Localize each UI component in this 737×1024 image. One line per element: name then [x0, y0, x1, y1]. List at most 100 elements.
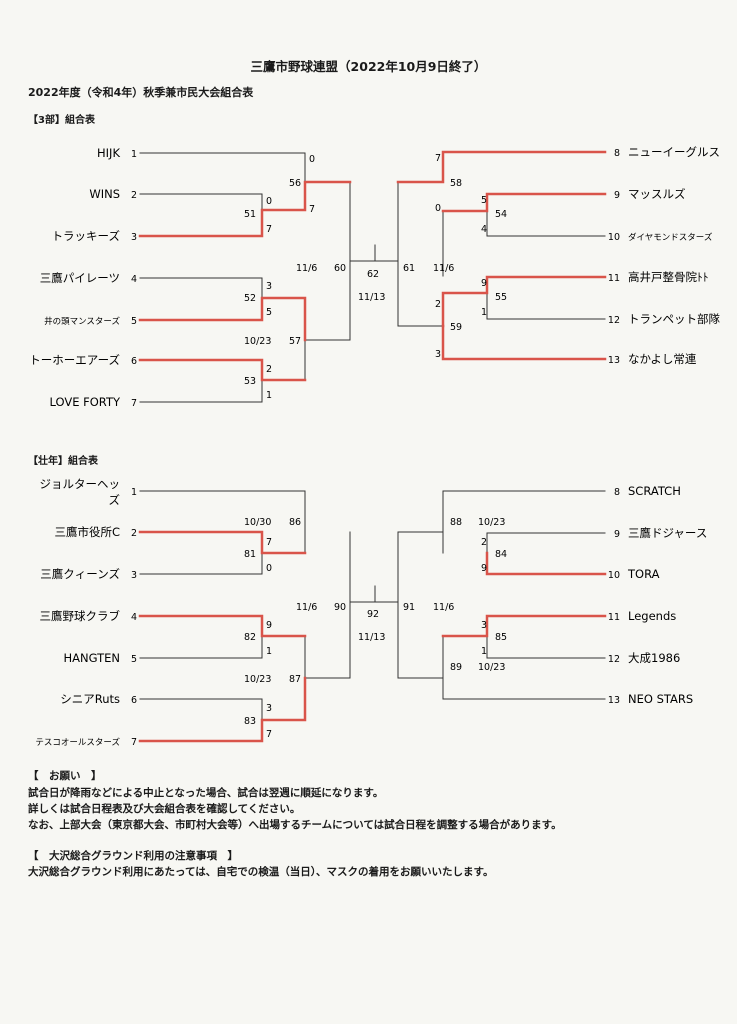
game-number: 83: [244, 716, 256, 727]
page-title: 三鷹市野球連盟（2022年10月9日終了）: [250, 59, 487, 74]
team-number: 12: [608, 654, 620, 665]
score: 7: [266, 729, 272, 740]
game-number: 86: [289, 517, 301, 528]
game-number: 51: [244, 209, 256, 220]
score: 9: [266, 620, 272, 631]
team-number: 4: [131, 274, 137, 285]
game-number: 57: [289, 336, 301, 347]
game-numbers-sonen: 81 82 83 86 87 90 92 91 88 84 85 89: [244, 517, 507, 727]
right-teams-3bu: 8 ニューイーグルス 9 マッスルズ 10 ダイヤモンドスターズ 11 高井戸整…: [608, 145, 721, 366]
game-number: 58: [450, 178, 462, 189]
team-number: 2: [131, 528, 137, 539]
scores-3bu: 0 7 0 7 3 5 2 1 7 0 5 4 9 1 2 3: [266, 153, 487, 401]
notice-line: 詳しくは試合日程表及び大会組合表を確認してください。: [28, 803, 301, 815]
game-number: 56: [289, 178, 301, 189]
game-number: 90: [334, 602, 346, 613]
team-name: 大成1986: [628, 651, 680, 665]
game-number: 89: [450, 662, 462, 673]
score: 7: [309, 204, 315, 215]
score: 7: [435, 153, 441, 164]
game-date: 11/6: [296, 602, 317, 613]
team-name: テスコオールスターズ: [35, 737, 120, 748]
game-date: 10/23: [478, 662, 505, 673]
score: 1: [266, 646, 272, 657]
game-date: 10/30: [244, 517, 271, 528]
team-name: なかよし常連: [628, 352, 697, 366]
team-number: 5: [131, 316, 137, 327]
score: 7: [266, 537, 272, 548]
team-number: 8: [614, 487, 620, 498]
game-number: 61: [403, 263, 415, 274]
team-name: 井の頭マンスターズ: [44, 316, 120, 327]
team-name: トランペット部隊: [628, 312, 720, 326]
left-teams-sonen: ジョルターヘッ ズ 1 三鷹市役所C 2 三鷹クィーンズ 3 三鷹野球クラブ 4…: [35, 477, 137, 748]
team-name: トラッキーズ: [52, 229, 120, 243]
team-number: 1: [131, 149, 137, 160]
score: 9: [481, 278, 487, 289]
team-number: 13: [608, 695, 620, 706]
tournament-subtitle: 2022年度（令和4年）秋季兼市民大会組合表: [28, 86, 254, 99]
game-number: 62: [367, 269, 379, 280]
team-name: 三鷹ドジャース: [628, 526, 707, 540]
team-name: HIJK: [97, 146, 120, 160]
notice-heading: 【 お願い 】: [28, 770, 102, 782]
team-number: 4: [131, 612, 137, 623]
right-teams-sonen: 8 SCRATCH 9 三鷹ドジャース 10 TORA 11 Legends 1…: [608, 484, 707, 706]
team-number: 6: [131, 356, 137, 367]
team-number: 1: [131, 487, 137, 498]
game-number: 87: [289, 674, 301, 685]
scores-sonen: 7 0 9 1 3 7 2 9 3 1: [266, 537, 487, 740]
game-date: 11/13: [358, 632, 385, 643]
team-number: 9: [614, 529, 620, 540]
game-number: 91: [403, 602, 415, 613]
score: 9: [481, 563, 487, 574]
team-number: 9: [614, 190, 620, 201]
score: 5: [266, 307, 272, 318]
team-name: ダイヤモンドスターズ: [628, 232, 713, 243]
game-number: 52: [244, 293, 256, 304]
team-name: 三鷹野球クラブ: [40, 609, 121, 623]
game-date: 11/6: [433, 263, 454, 274]
score: 0: [309, 154, 315, 165]
game-number: 54: [495, 209, 507, 220]
team-name: 三鷹市役所C: [54, 525, 120, 539]
team-name: マッスルズ: [628, 187, 686, 201]
team-name: TORA: [627, 567, 660, 581]
team-name: Legends: [628, 609, 676, 623]
game-number: 59: [450, 322, 462, 333]
team-number: 6: [131, 695, 137, 706]
score: 4: [481, 224, 487, 235]
section-sonen-label: 【壮年】組合表: [28, 456, 98, 467]
score: 2: [266, 364, 272, 375]
team-number: 10: [608, 570, 620, 581]
team-name: WINS: [89, 187, 120, 201]
game-number: 84: [495, 549, 507, 560]
score: 7: [266, 224, 272, 235]
team-number: 11: [608, 612, 620, 623]
game-date: 10/23: [244, 336, 271, 347]
team-name: シニアRuts: [60, 692, 120, 706]
team-name-wrap: ズ: [109, 493, 121, 507]
score: 1: [481, 646, 487, 657]
team-number: 12: [608, 315, 620, 326]
team-number: 10: [608, 232, 620, 243]
score: 0: [435, 203, 441, 214]
score: 2: [435, 299, 441, 310]
game-number: 55: [495, 292, 507, 303]
bracket-3bu: [138, 150, 607, 403]
game-number: 60: [334, 263, 346, 274]
ground-notice-heading: 【 大沢総合グラウンド利用の注意事項 】: [28, 850, 238, 862]
score: 0: [266, 563, 272, 574]
score: 1: [266, 390, 272, 401]
team-number: 11: [608, 273, 620, 284]
team-name: ニューイーグルス: [628, 145, 720, 159]
game-number: 82: [244, 632, 256, 643]
game-number: 92: [367, 609, 379, 620]
score: 2: [481, 537, 487, 548]
team-name: トーホーエアーズ: [29, 353, 120, 367]
tournament-brackets: HIJK 1 WINS 2 トラッキーズ 3 三鷹パイレーツ 4 井の頭マンスタ…: [29, 145, 721, 748]
game-number: 81: [244, 549, 256, 560]
game-number: 53: [244, 376, 256, 387]
team-name: SCRATCH: [628, 484, 681, 498]
score: 0: [266, 196, 272, 207]
